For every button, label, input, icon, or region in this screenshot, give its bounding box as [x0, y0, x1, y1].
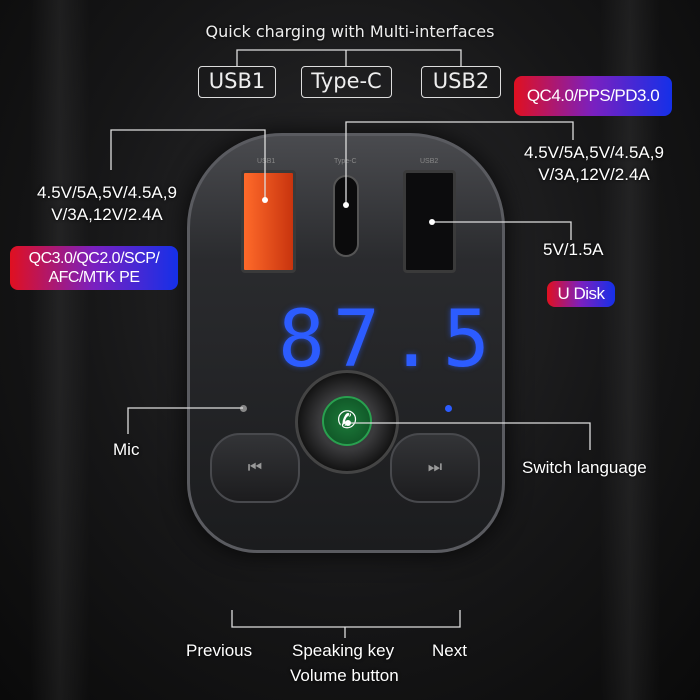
typec-spec-line: V/3A,12V/2.4A — [538, 165, 650, 184]
switch-language-label: Switch language — [522, 458, 647, 477]
usb2-specs: 5V/1.5A — [543, 240, 604, 259]
next-label: Next — [432, 641, 467, 660]
next-button[interactable]: ⏭ — [390, 433, 480, 503]
previous-track-icon: ⏮ — [247, 459, 263, 476]
next-track-icon: ⏭ — [427, 459, 443, 476]
device-typec-label: Type-C — [334, 158, 357, 165]
typec-spec-line: 4.5V/5A,5V/4.5A,9 — [524, 143, 664, 162]
background-stripe — [30, 0, 90, 700]
badge-line: AFC/MTK PE — [48, 269, 140, 286]
usb1-spec-line: V/3A,12V/2.4A — [51, 205, 163, 224]
bottom-bracket — [231, 610, 461, 638]
mic-leader — [127, 407, 243, 434]
device-usb2-label: USB2 — [420, 158, 439, 165]
usb1-spec-line: 4.5V/5A,5V/4.5A,9 — [37, 183, 177, 202]
mic-label: Mic — [113, 440, 140, 459]
speaking-key-label: Speaking key — [292, 641, 395, 660]
background-stripe — [600, 0, 660, 700]
status-led — [445, 405, 452, 412]
usb1-leader — [110, 129, 266, 200]
typec-leader — [345, 121, 574, 205]
volume-button-label: Volume button — [290, 666, 399, 685]
mic-hole — [240, 405, 247, 412]
typec-protocol-badge: QC4.0/PPS/PD3.0 — [514, 76, 672, 116]
badge-line: QC3.0/QC2.0/SCP/ — [28, 250, 160, 267]
device-usb1-label: USB1 — [257, 158, 276, 165]
typec-specs: 4.5V/5A,5V/4.5A,9 V/3A,12V/2.4A — [508, 142, 680, 186]
previous-label: Previous — [186, 641, 253, 660]
port-bracket — [236, 49, 462, 66]
usb1-label: USB1 — [198, 66, 276, 98]
fm-display: 87.5 — [278, 295, 498, 385]
usb2-leader — [432, 221, 572, 240]
typec-label: Type-C — [301, 66, 392, 98]
usb1-specs: 4.5V/5A,5V/4.5A,9 V/3A,12V/2.4A — [22, 182, 192, 226]
headline: Quick charging with Multi-interfaces — [205, 22, 495, 41]
previous-button[interactable]: ⏮ — [210, 433, 300, 503]
usb1-protocol-badge: QC3.0/QC2.0/SCP/ AFC/MTK PE — [10, 246, 178, 290]
knob-leader — [348, 422, 591, 450]
usb1-port — [241, 170, 296, 273]
usb2-label: USB2 — [421, 66, 501, 98]
udisk-badge: U Disk — [547, 281, 615, 307]
